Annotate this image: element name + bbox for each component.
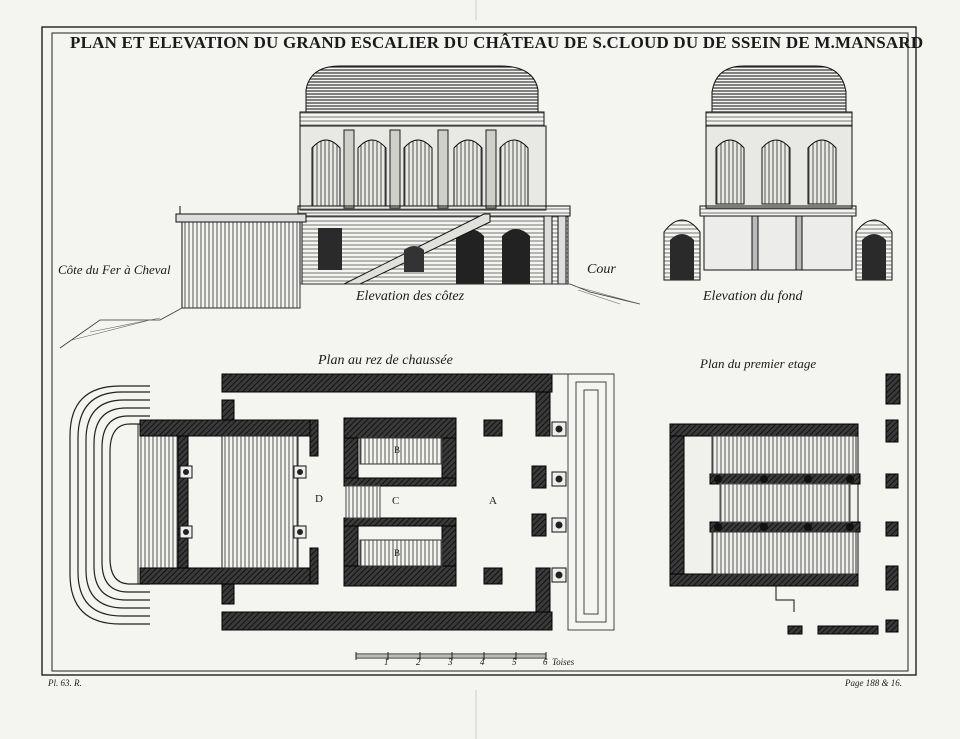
scale-tick-4: 4 xyxy=(480,657,485,667)
plan-letter-b-bottom: B xyxy=(394,548,401,558)
scale-bar xyxy=(355,652,547,660)
scale-unit: Toises xyxy=(552,657,575,667)
footer-plate-number: Pl. 63. R. xyxy=(48,678,82,688)
label-elevation-fond: Elevation du fond xyxy=(703,289,803,304)
scale-tick-1: 1 xyxy=(384,657,389,667)
side-elevation xyxy=(59,65,641,349)
scale-tick-6: 6 xyxy=(543,657,548,667)
scale-tick-5: 5 xyxy=(512,657,517,667)
scale-tick-2: 2 xyxy=(416,657,421,667)
footer-page-number: Page 188 & 16. xyxy=(845,678,902,688)
label-plan-premier-etage: Plan du premier etage xyxy=(700,356,817,371)
label-elevation-cotez: Elevation des côtez xyxy=(356,289,465,304)
rear-elevation xyxy=(663,65,893,281)
plate-title: PLAN ET ELEVATION DU GRAND ESCALIER DU C… xyxy=(70,33,924,52)
inner-border xyxy=(51,32,909,672)
plan-letter-c: C xyxy=(392,495,400,507)
label-cote-fer-a-cheval: Côte du Fer à Cheval xyxy=(58,262,171,277)
label-cour: Cour xyxy=(587,262,616,277)
first-floor-plan xyxy=(669,373,901,635)
ground-floor-plan xyxy=(69,373,615,631)
label-plan-rez-de-chaussee: Plan au rez de chaussée xyxy=(318,353,453,368)
plan-letter-a: A xyxy=(489,495,497,507)
outer-border xyxy=(41,26,917,676)
plan-letter-d: D xyxy=(315,493,323,505)
plan-letter-b-top: B xyxy=(394,445,401,455)
scale-tick-3: 3 xyxy=(448,657,453,667)
